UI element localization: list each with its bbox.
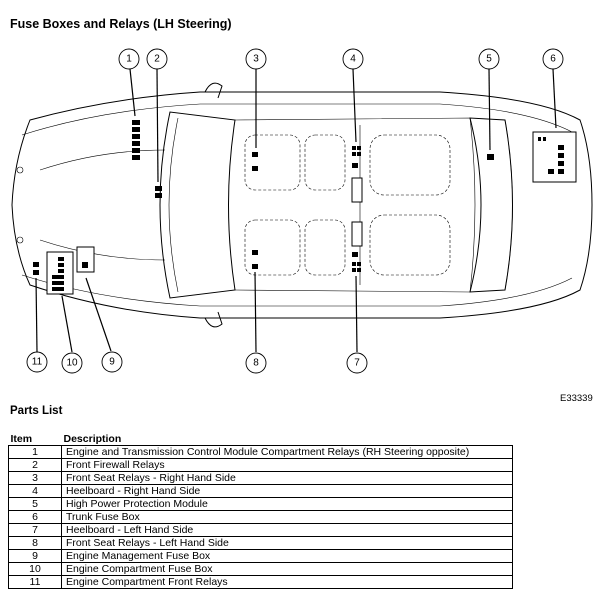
figure-reference: E33339: [560, 393, 593, 404]
callout-label: 9: [109, 357, 115, 368]
callout-label: 7: [354, 358, 360, 369]
parts-table-header: Item Description: [9, 432, 513, 446]
column-header-description: Description: [63, 432, 122, 445]
parts-list-heading: Parts List: [10, 405, 63, 417]
callout-8: 8: [245, 352, 267, 374]
callout-5: 5: [478, 48, 500, 70]
item-number: 2: [8, 458, 62, 472]
item-number: 4: [8, 484, 62, 498]
car-fuse-diagram: 1 2 3 4 5 6 7 8 9 10 11: [11, 48, 593, 374]
callout-2: 2: [146, 48, 168, 70]
diagram-title: Fuse Boxes and Relays (LH Steering): [10, 17, 232, 31]
seats: [244, 125, 451, 285]
callout-label: 6: [550, 54, 556, 65]
callout-1: 1: [118, 48, 140, 70]
item-number: 6: [8, 510, 62, 524]
callout-11: 11: [26, 351, 48, 373]
callout-label: 3: [253, 54, 259, 65]
callout-3: 3: [245, 48, 267, 70]
column-header-item: Item: [10, 432, 33, 445]
callout-label: 2: [154, 54, 160, 65]
item-description: Front Firewall Relays: [61, 458, 513, 472]
item-number: 9: [8, 549, 62, 563]
leader-lines: [35, 68, 557, 353]
item-description: Engine Compartment Fuse Box: [61, 562, 513, 576]
callout-label: 5: [486, 54, 492, 65]
item-description: Engine Management Fuse Box: [61, 549, 513, 563]
callout-6: 6: [542, 48, 564, 70]
item-number: 7: [8, 523, 62, 537]
callout-label: 1: [126, 54, 132, 65]
callout-label: 8: [253, 358, 259, 369]
item-description: Engine and Transmission Control Module C…: [61, 445, 513, 459]
item-description: Trunk Fuse Box: [61, 510, 513, 524]
callout-9: 9: [101, 351, 123, 373]
item-description: Heelboard - Left Hand Side: [61, 523, 513, 537]
item-description: Front Seat Relays - Right Hand Side: [61, 471, 513, 485]
callout-label: 10: [66, 358, 78, 369]
callout-10: 10: [61, 352, 83, 374]
item-number: 1: [8, 445, 62, 459]
item-number: 10: [8, 562, 62, 576]
item-number: 5: [8, 497, 62, 511]
item-number: 8: [8, 536, 62, 550]
callout-label: 11: [32, 357, 43, 368]
item-description: Heelboard - Right Hand Side: [61, 484, 513, 498]
car-outline: [11, 82, 593, 328]
item-description: Front Seat Relays - Left Hand Side: [61, 536, 513, 550]
callout-4: 4: [342, 48, 364, 70]
item-description: Engine Compartment Front Relays: [61, 575, 513, 589]
callout-7: 7: [346, 352, 368, 374]
item-number: 11: [8, 575, 62, 589]
item-number: 3: [8, 471, 62, 485]
callout-label: 4: [350, 54, 356, 65]
item-description: High Power Protection Module: [61, 497, 513, 511]
relay-markers: [33, 120, 577, 295]
